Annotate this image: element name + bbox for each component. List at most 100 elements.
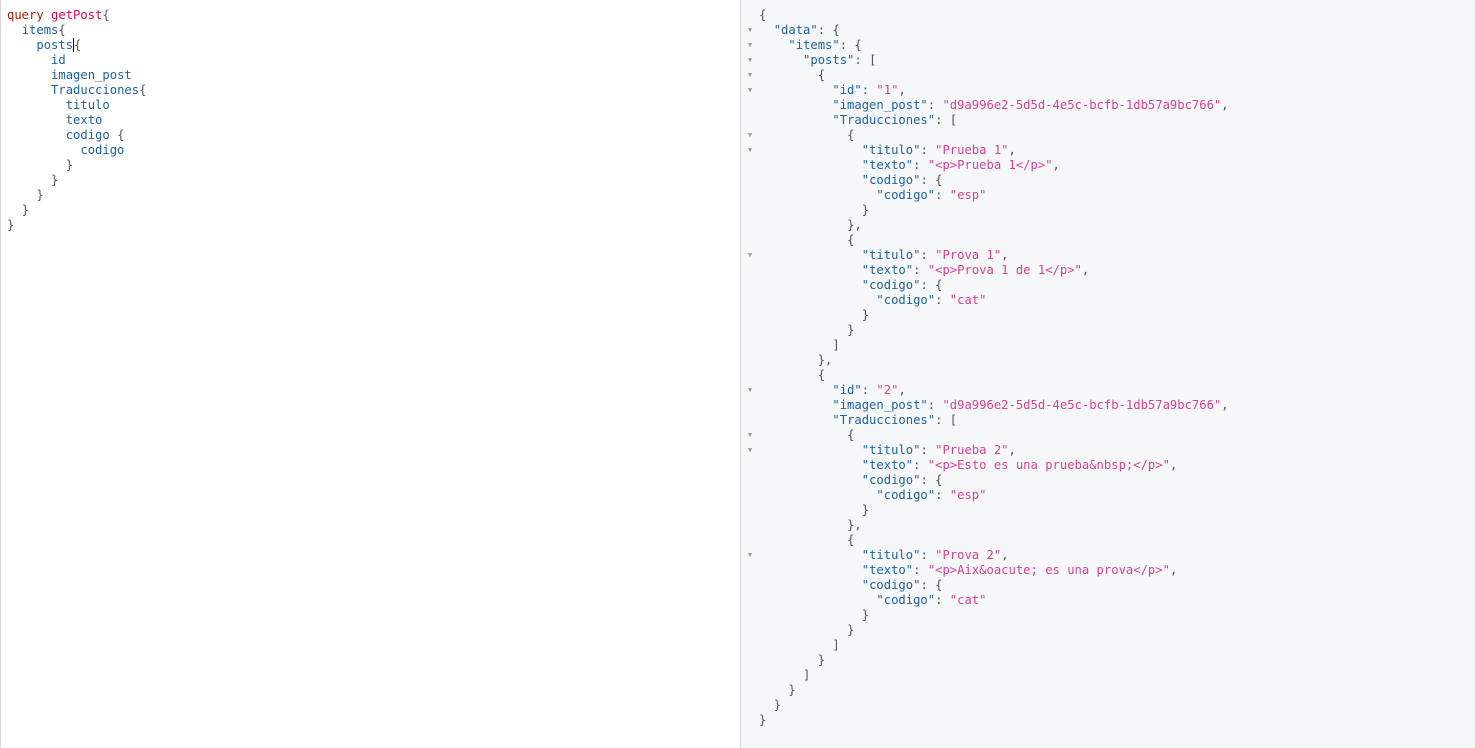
result-line[interactable]: "id": "2", [759, 383, 905, 398]
result-line[interactable]: }, [759, 353, 833, 368]
result-line[interactable]: } [759, 683, 796, 698]
query-line[interactable]: Traducciones{ [7, 83, 146, 98]
result-line[interactable]: "codigo": { [759, 578, 943, 593]
result-line[interactable]: "titulo": "Prova 1", [759, 248, 1009, 263]
result-line[interactable]: "codigo": { [759, 473, 943, 488]
result-line[interactable]: ] [759, 668, 810, 683]
fold-toggle-icon[interactable]: ▼ [747, 26, 753, 34]
result-line[interactable]: "codigo": "cat" [759, 293, 986, 308]
fold-toggle-icon[interactable]: ▼ [747, 86, 753, 94]
fold-toggle-icon[interactable]: ▼ [747, 251, 753, 259]
code-token: "Traducciones" [832, 413, 936, 427]
fold-toggle-icon[interactable]: ▼ [747, 446, 753, 454]
fold-toggle-icon[interactable]: ▼ [747, 131, 753, 139]
result-line[interactable]: "titulo": "Prova 2", [759, 548, 1009, 563]
result-line[interactable]: } [759, 698, 781, 713]
query-line[interactable]: items{ [7, 23, 66, 38]
result-line[interactable]: } [759, 203, 869, 218]
result-line[interactable]: } [759, 308, 869, 323]
code-token: { [759, 8, 767, 22]
result-line[interactable]: "codigo": "esp" [759, 488, 986, 503]
query-line[interactable]: titulo [7, 98, 110, 113]
code-token [759, 473, 862, 487]
result-line[interactable]: } [759, 653, 825, 668]
code-token [759, 203, 862, 217]
query-line[interactable]: } [7, 188, 43, 203]
code-token: } [788, 683, 796, 697]
fold-toggle-icon[interactable]: ▼ [747, 551, 753, 559]
code-token: , [1001, 548, 1009, 562]
result-line[interactable]: "id": "1", [759, 83, 905, 98]
result-line[interactable]: "Traducciones": [ [759, 113, 957, 128]
query-line[interactable]: } [7, 173, 58, 188]
result-line[interactable]: { [759, 128, 854, 143]
query-line[interactable]: } [7, 218, 14, 233]
query-line[interactable]: } [7, 203, 29, 218]
result-line[interactable]: { [759, 68, 825, 83]
result-line[interactable]: "texto": "<p>Aix&oacute; es una prova</p… [759, 563, 1178, 578]
result-line[interactable]: "codigo": { [759, 278, 943, 293]
result-line[interactable]: } [759, 503, 869, 518]
code-token [759, 698, 774, 712]
query-line[interactable]: codigo [7, 143, 124, 158]
result-line[interactable]: "codigo": "esp" [759, 188, 986, 203]
code-token: "titulo" [861, 248, 921, 262]
query-line[interactable]: codigo { [7, 128, 125, 143]
code-token [759, 308, 862, 322]
result-line[interactable]: ] [759, 638, 839, 653]
query-editor[interactable]: query getPost{ items{ posts{ id imagen_p… [0, 0, 740, 748]
result-line[interactable]: } [759, 713, 766, 728]
result-line[interactable]: { [759, 368, 825, 383]
fold-toggle-icon[interactable]: ▼ [747, 41, 753, 49]
result-line[interactable]: "titulo": "Prueba 2", [759, 443, 1016, 458]
result-line[interactable]: "codigo": "cat" [759, 593, 986, 608]
code-token: , [1008, 143, 1016, 157]
result-line[interactable]: "texto": "<p>Prueba 1</p>", [759, 158, 1060, 173]
code-token [759, 563, 862, 577]
fold-toggle-icon[interactable]: ▼ [747, 56, 753, 64]
query-line[interactable]: } [7, 158, 73, 173]
query-line[interactable]: query getPost{ [7, 8, 110, 23]
result-line[interactable]: { [759, 233, 854, 248]
code-token [759, 143, 862, 157]
result-line[interactable]: "texto": "<p>Esto es una prueba&nbsp;</p… [759, 458, 1178, 473]
fold-toggle-icon[interactable]: ▼ [747, 431, 753, 439]
query-line[interactable]: imagen_post [7, 68, 132, 83]
result-line[interactable]: } [759, 623, 854, 638]
query-line[interactable]: texto [7, 113, 103, 128]
code-token [759, 113, 832, 127]
fold-toggle-icon[interactable]: ▼ [747, 386, 753, 394]
code-token: "data" [773, 23, 818, 37]
result-line[interactable]: "Traducciones": [ [759, 413, 957, 428]
code-token: , [1081, 263, 1090, 277]
code-token: codigo [80, 143, 125, 157]
code-token: : [861, 383, 877, 397]
result-line[interactable]: { [759, 8, 766, 23]
code-token: getPost [51, 8, 103, 22]
query-line[interactable]: id [7, 53, 66, 68]
fold-toggle-icon[interactable]: ▼ [747, 146, 753, 154]
code-token: "esp" [949, 188, 987, 202]
result-line[interactable]: "data": { [759, 23, 840, 38]
result-line[interactable]: }, [759, 218, 862, 233]
code-token: "titulo" [861, 443, 921, 457]
result-line[interactable]: ] [759, 338, 839, 353]
result-line[interactable]: }, [759, 518, 862, 533]
fold-toggle-icon[interactable]: ▼ [747, 71, 753, 79]
result-line[interactable]: "codigo": { [759, 173, 943, 188]
result-line[interactable]: "imagen_post": "d9a996e2-5d5d-4e5c-bcfb-… [759, 98, 1228, 113]
result-line[interactable]: "posts": [ [759, 53, 876, 68]
result-line[interactable]: { [759, 428, 854, 443]
result-line[interactable]: "items": { [759, 38, 861, 53]
result-viewer[interactable]: { "data": { "items": { "posts": [ { "id"… [740, 0, 1475, 748]
query-line[interactable]: posts{ [7, 38, 82, 53]
result-line[interactable]: } [759, 608, 869, 623]
code-token: titulo [65, 98, 110, 112]
result-line[interactable]: { [759, 533, 854, 548]
code-token [110, 128, 117, 142]
result-line[interactable]: "imagen_post": "d9a996e2-5d5d-4e5c-bcfb-… [759, 398, 1228, 413]
code-token [7, 113, 66, 127]
result-line[interactable]: "texto": "<p>Prova 1 de 1</p>", [759, 263, 1090, 278]
result-line[interactable]: "titulo": "Prueba 1", [759, 143, 1016, 158]
result-line[interactable]: } [759, 323, 854, 338]
